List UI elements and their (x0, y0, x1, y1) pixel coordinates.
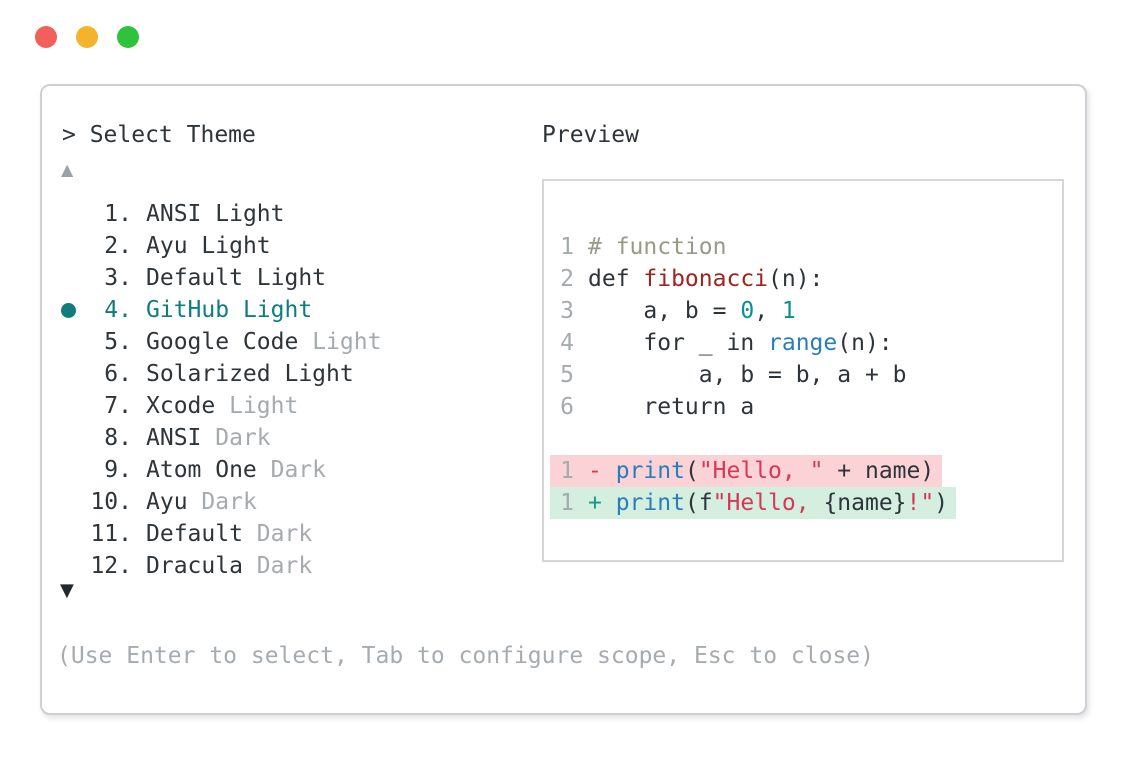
theme-item-label: Solarized Light (146, 361, 354, 387)
code-token: a, b = b, a + b (588, 362, 907, 388)
theme-item[interactable]: 6. Solarized Light (59, 358, 381, 390)
theme-item-label: ANSI Light (146, 201, 285, 227)
theme-item[interactable]: 3. Default Light (59, 262, 381, 294)
theme-item-number: 8. (104, 425, 132, 451)
scroll-up-icon[interactable]: ▲ (61, 160, 74, 179)
code-token: "Hello, (712, 490, 824, 516)
code-line: 4 for _ in range(n): (560, 327, 1062, 359)
theme-item[interactable]: 7. Xcode Light (59, 390, 381, 422)
code-line (560, 423, 1062, 455)
theme-item-label: ANSI Dark (146, 425, 271, 451)
theme-picker-window: > Select Theme ▲ 1. ANSI Light 2. Ayu Light… (40, 84, 1087, 715)
code-token: (n): (768, 266, 824, 292)
theme-item-label: Xcode Light (146, 393, 299, 419)
theme-item[interactable]: 1. ANSI Light (59, 198, 381, 230)
code-token: fibonacci (643, 266, 769, 292)
window-controls (35, 26, 139, 48)
theme-item[interactable]: 8. ANSI Dark (59, 422, 381, 454)
code-token: a, b = (588, 298, 741, 324)
line-number: 6 (560, 394, 574, 420)
code-token: (f (684, 490, 713, 516)
line-number: 1 (560, 458, 574, 484)
theme-item-number: 6. (104, 361, 132, 387)
theme-item-number: 5. (104, 329, 132, 355)
picker-prompt: > Select Theme (62, 122, 256, 148)
diff-added-line: 1 + print(f"Hello, {name}!") (550, 487, 1062, 519)
theme-item[interactable]: 12. Dracula Dark (59, 550, 381, 582)
code-token: 0 (740, 298, 755, 324)
theme-item-label: Dracula Dark (146, 553, 313, 579)
code-line: 6 return a (560, 391, 1062, 423)
line-number: 2 (560, 266, 574, 292)
selected-bullet-icon (59, 302, 90, 318)
code-token: - (588, 458, 616, 484)
help-text: (Use Enter to select, Tab to configure s… (57, 643, 874, 669)
theme-item-label: Ayu Light (146, 233, 271, 259)
code-token: {name} (823, 490, 907, 516)
theme-item-number: 10. (90, 489, 132, 515)
theme-item[interactable]: 11. Default Dark (59, 518, 381, 550)
line-number: 1 (560, 490, 574, 516)
scroll-down-icon[interactable]: ▼ (60, 580, 74, 601)
line-number: 1 (560, 234, 574, 260)
theme-item-number: 12. (90, 553, 132, 579)
theme-item-label: Default Light (146, 265, 327, 291)
line-number: 5 (560, 362, 574, 388)
code-token: "Hello, " (698, 458, 824, 484)
code-token: for _ in (588, 330, 769, 356)
code-line: 3 a, b = 0, 1 (560, 295, 1062, 327)
code-token: # function (588, 234, 727, 260)
code-token: !" (906, 490, 935, 516)
theme-item-number: 7. (104, 393, 132, 419)
line-number: 3 (560, 298, 574, 324)
code-token: return a (588, 394, 755, 420)
code-token: print (615, 458, 685, 484)
code-token: def (588, 266, 644, 292)
theme-item-number: 1. (104, 201, 132, 227)
close-button[interactable] (35, 26, 57, 48)
code-line: 2 def fibonacci(n): (560, 263, 1062, 295)
theme-item[interactable]: 4. GitHub Light (59, 294, 381, 326)
code-token: (n): (837, 330, 893, 356)
theme-list: 1. ANSI Light 2. Ayu Light 3. Default Light 4.… (59, 198, 381, 582)
code-token: range (768, 330, 838, 356)
theme-item-number: 4. (104, 297, 132, 323)
code-token: ) (934, 490, 949, 516)
theme-item[interactable]: 9. Atom One Dark (59, 454, 381, 486)
code-token: print (615, 490, 685, 516)
theme-item-label: Ayu Dark (146, 489, 257, 515)
theme-item-number: 3. (104, 265, 132, 291)
code-token: + (588, 490, 616, 516)
line-number: 4 (560, 330, 574, 356)
theme-item[interactable]: 2. Ayu Light (59, 230, 381, 262)
theme-item[interactable]: 5. Google Code Light (59, 326, 381, 358)
code-token: , (754, 298, 782, 324)
theme-item-label: Default Dark (146, 521, 313, 547)
theme-item-number: 11. (90, 521, 132, 547)
theme-item-label: Google Code Light (146, 329, 382, 355)
code-line: 1 # function (560, 231, 1062, 263)
preview-title: Preview (542, 122, 639, 148)
theme-item-label: Atom One Dark (146, 457, 327, 483)
minimize-button[interactable] (76, 26, 98, 48)
zoom-button[interactable] (117, 26, 139, 48)
theme-item-number: 9. (104, 457, 132, 483)
code-token: + name) (823, 458, 935, 484)
theme-item-number: 2. (104, 233, 132, 259)
theme-item[interactable]: 10. Ayu Dark (59, 486, 381, 518)
code-token: 1 (781, 298, 796, 324)
diff-removed-line: 1- print("Hello, " + name) (550, 455, 1062, 487)
code-line: 5 a, b = b, a + b (560, 359, 1062, 391)
theme-item-label: GitHub Light (146, 297, 313, 323)
code-token: ( (684, 458, 699, 484)
